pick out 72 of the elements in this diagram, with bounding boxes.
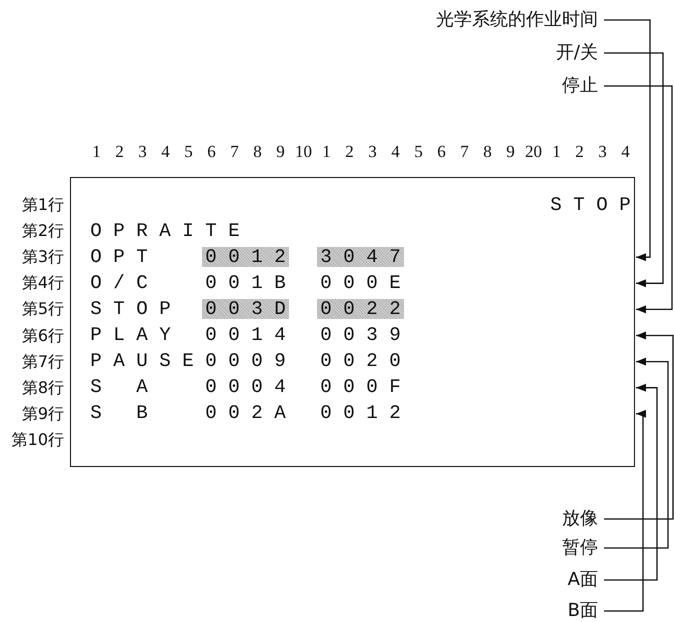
- column-number: 3: [367, 142, 378, 162]
- highlighted-cell: 3 0 4 7: [317, 246, 404, 267]
- column-number: 2: [574, 142, 585, 162]
- leader-arrow: [604, 52, 664, 288]
- row-label: 第8行: [22, 376, 64, 399]
- column-number: 20: [524, 142, 543, 162]
- display-text: 0 0 2 0: [320, 350, 401, 372]
- display-text: S A: [90, 376, 148, 398]
- display-text: P L A Y: [90, 324, 171, 346]
- highlighted-cell: 0 0 3 D: [202, 298, 289, 319]
- row-label: 第9行: [22, 402, 64, 425]
- row-label: 第3行: [22, 246, 64, 268]
- row-label: 第6行: [22, 324, 64, 346]
- column-number: 4: [620, 142, 631, 162]
- leader-arrow: [604, 384, 658, 581]
- column-number: 1: [91, 142, 102, 162]
- display-text: 0 0 1 2: [320, 402, 401, 424]
- column-number: 6: [206, 142, 217, 162]
- row-label: 第4行: [22, 272, 64, 294]
- callout-label: 停止: [562, 75, 598, 97]
- column-number: 1: [321, 142, 332, 162]
- column-number: 6: [436, 142, 447, 162]
- display-text: S B: [90, 402, 148, 424]
- leader-arrow: [604, 410, 646, 612]
- column-number: 1: [551, 142, 562, 162]
- column-number: 3: [137, 142, 148, 162]
- column-number: 5: [413, 142, 424, 162]
- display-text: S T O P: [550, 194, 631, 216]
- column-number: 4: [160, 142, 171, 162]
- display-text: 0 0 1 4: [205, 324, 286, 346]
- display-text: 0 0 0 F: [320, 376, 401, 398]
- display-text: P A U S E: [90, 350, 194, 372]
- highlighted-cell: 0 0 1 2: [202, 246, 289, 267]
- highlighted-cell: 0 0 2 2: [317, 298, 404, 319]
- column-number: 8: [482, 142, 493, 162]
- column-number: 9: [275, 142, 286, 162]
- callout-label: B面: [568, 600, 598, 622]
- column-number: 7: [459, 142, 470, 162]
- callout-label: 光学系统的作业时间: [436, 9, 598, 31]
- callout-label: 暂停: [562, 537, 598, 559]
- leader-arrow: [604, 332, 674, 520]
- column-number: 5: [183, 142, 194, 162]
- row-label: 第5行: [22, 298, 64, 320]
- column-number: 10: [294, 142, 313, 162]
- row-label: 第7行: [22, 350, 64, 373]
- column-number: 7: [229, 142, 240, 162]
- display-text: 0 0 3 9: [320, 324, 401, 346]
- callout-label: 开/关: [556, 42, 598, 64]
- display-text: O / C: [90, 272, 148, 294]
- display-text: 0 0 0 E: [320, 272, 401, 294]
- column-number: 3: [597, 142, 608, 162]
- leader-arrow: [604, 358, 669, 549]
- row-label: 第2行: [22, 220, 64, 242]
- callout-label: 放像: [562, 508, 598, 530]
- row-label: 第1行: [22, 194, 64, 216]
- row-label: 第10行: [12, 428, 64, 451]
- display-screen: [70, 177, 635, 467]
- column-number: 8: [252, 142, 263, 162]
- column-number: 2: [114, 142, 125, 162]
- display-text: O P R A I T E: [90, 220, 240, 242]
- callout-label: A面: [568, 569, 598, 591]
- column-number: 9: [505, 142, 516, 162]
- display-text: 0 0 0 9: [205, 350, 286, 372]
- display-text: 0 0 2 A: [205, 402, 286, 424]
- display-text: 0 0 1 B: [205, 272, 286, 294]
- display-text: 0 0 0 4: [205, 376, 286, 398]
- display-text: S T O P: [90, 298, 171, 320]
- column-number: 2: [344, 142, 355, 162]
- leader-arrow: [604, 19, 651, 262]
- display-text: O P T: [90, 246, 148, 268]
- leader-arrow: [604, 85, 673, 314]
- column-number: 4: [390, 142, 401, 162]
